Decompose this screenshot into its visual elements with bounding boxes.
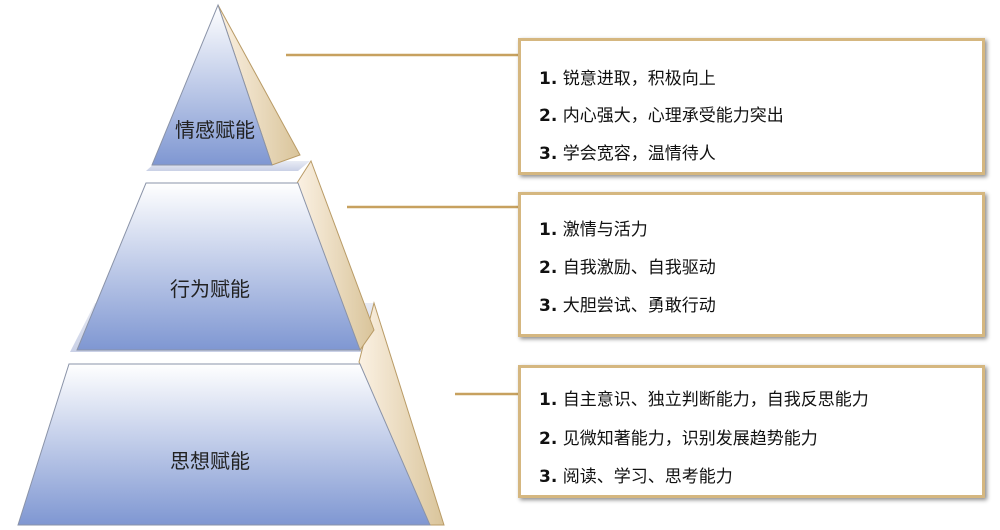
tier-bottom-front-face <box>17 363 431 526</box>
tier-middle-description-box: 1. 激情与活力 2. 自我激励、自我驱动 3. 大胆尝试、勇敢行动 <box>518 192 985 337</box>
tier-middle: 行为赋能 <box>76 159 375 352</box>
list-item: 3. 学会宽容，温情待人 <box>539 144 716 164</box>
tier-top-label: 情感赋能 <box>175 118 255 142</box>
list-item: 2. 自我激励、自我驱动 <box>539 258 716 278</box>
tier-middle-front-face <box>76 182 361 351</box>
tier-top: 情感赋能 <box>151 3 301 166</box>
tier-middle-label: 行为赋能 <box>170 277 250 301</box>
list-item: 1. 激情与活力 <box>539 220 648 240</box>
tier-top-description-box: 1. 锐意进取，积极向上 2. 内心强大，心理承受能力突出 3. 学会宽容，温情… <box>518 38 985 175</box>
list-item: 2. 内心强大，心理承受能力突出 <box>539 106 784 126</box>
tier-bottom-description-box: 1. 自主意识、独立判断能力，自我反思能力 2. 见微知著能力，识别发展趋势能力… <box>518 365 985 498</box>
list-item: 2. 见微知著能力，识别发展趋势能力 <box>539 429 818 449</box>
list-item: 3. 大胆尝试、勇敢行动 <box>539 296 716 316</box>
list-item: 1. 自主意识、独立判断能力，自我反思能力 <box>539 390 869 410</box>
tier-bottom-label: 思想赋能 <box>170 449 250 473</box>
list-item: 1. 锐意进取，积极向上 <box>539 69 716 89</box>
list-item: 3. 阅读、学习、思考能力 <box>539 467 733 487</box>
tier-top-front-face <box>151 3 273 166</box>
